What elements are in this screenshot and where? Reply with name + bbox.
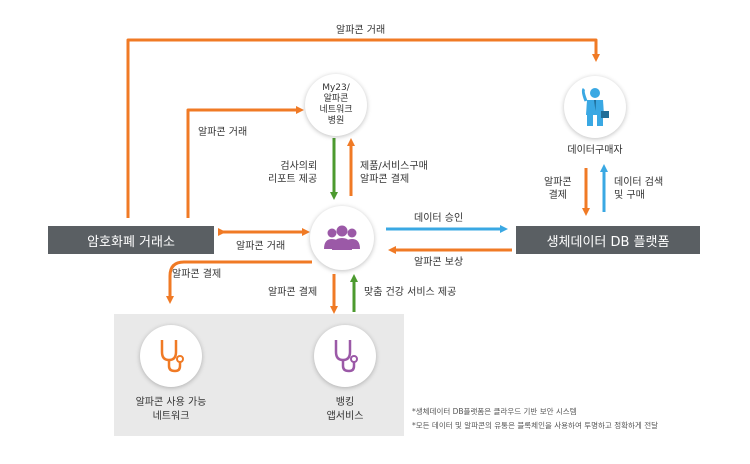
banking-label: 뱅킹 앱서비스: [326, 397, 364, 422]
data-approve-label: 데이터 승인: [414, 213, 464, 224]
biodata-platform-node: 생체데이터 DB 플랫폼: [516, 226, 700, 254]
hospital-label: My23/ 알파콘 네트워크 병원: [319, 83, 353, 126]
data-buyer-label: 데이터구매자: [567, 145, 623, 156]
users-node: [310, 206, 374, 270]
note-1: *생체데이터 DB플랫폼은 클라우드 기반 보안 시스템: [412, 407, 577, 416]
stethoscope-icon: [334, 340, 358, 373]
top-trade-label: 알파콘 거래: [336, 25, 386, 36]
banking-node: [314, 325, 376, 387]
network-node: [140, 325, 202, 387]
biodata-platform-label: 생체데이터 DB 플랫폼: [546, 234, 670, 250]
health-service-label: 맞춤 건강 서비스 제공: [364, 287, 457, 298]
hospital-node: My23/ 알파콘 네트워크 병원: [305, 74, 367, 136]
data-search-label: 데이터 검색 및 구매: [614, 177, 664, 201]
hospital-trade-label: 알파콘 거래: [198, 127, 248, 138]
users-group-icon: [324, 225, 360, 250]
reward-label: 알파콘 보상: [414, 257, 464, 268]
report-label: 검사의뢰 리포트 제공: [268, 161, 318, 185]
stethoscope-icon: [160, 340, 184, 373]
purchase-label: 제품/서비스구매 알파콘 결제: [360, 161, 428, 185]
data-buyer-node: [564, 76, 626, 138]
exchange-trade-label: 알파콘 거래: [236, 241, 286, 252]
banking-pay-label: 알파콘 결제: [268, 287, 318, 298]
businessman-icon: [581, 87, 609, 126]
arrow-network-pay: [166, 260, 312, 304]
crypto-exchange-label: 암호화폐 거래소: [87, 234, 175, 250]
network-label: 알파콘 사용 가능 네트워크: [135, 397, 207, 422]
note-2: *모든 데이터 및 알파콘의 유통은 블록체인을 사용하여 투명하고 정확하게 …: [412, 421, 659, 430]
buyer-pay-label: 알파콘 결제: [544, 177, 572, 201]
arrow-top-trade: [126, 38, 600, 218]
network-pay-label: 알파콘 결제: [172, 269, 222, 280]
arrow-hospital-trade: [186, 106, 304, 218]
crypto-exchange-node: 암호화폐 거래소: [48, 226, 214, 254]
